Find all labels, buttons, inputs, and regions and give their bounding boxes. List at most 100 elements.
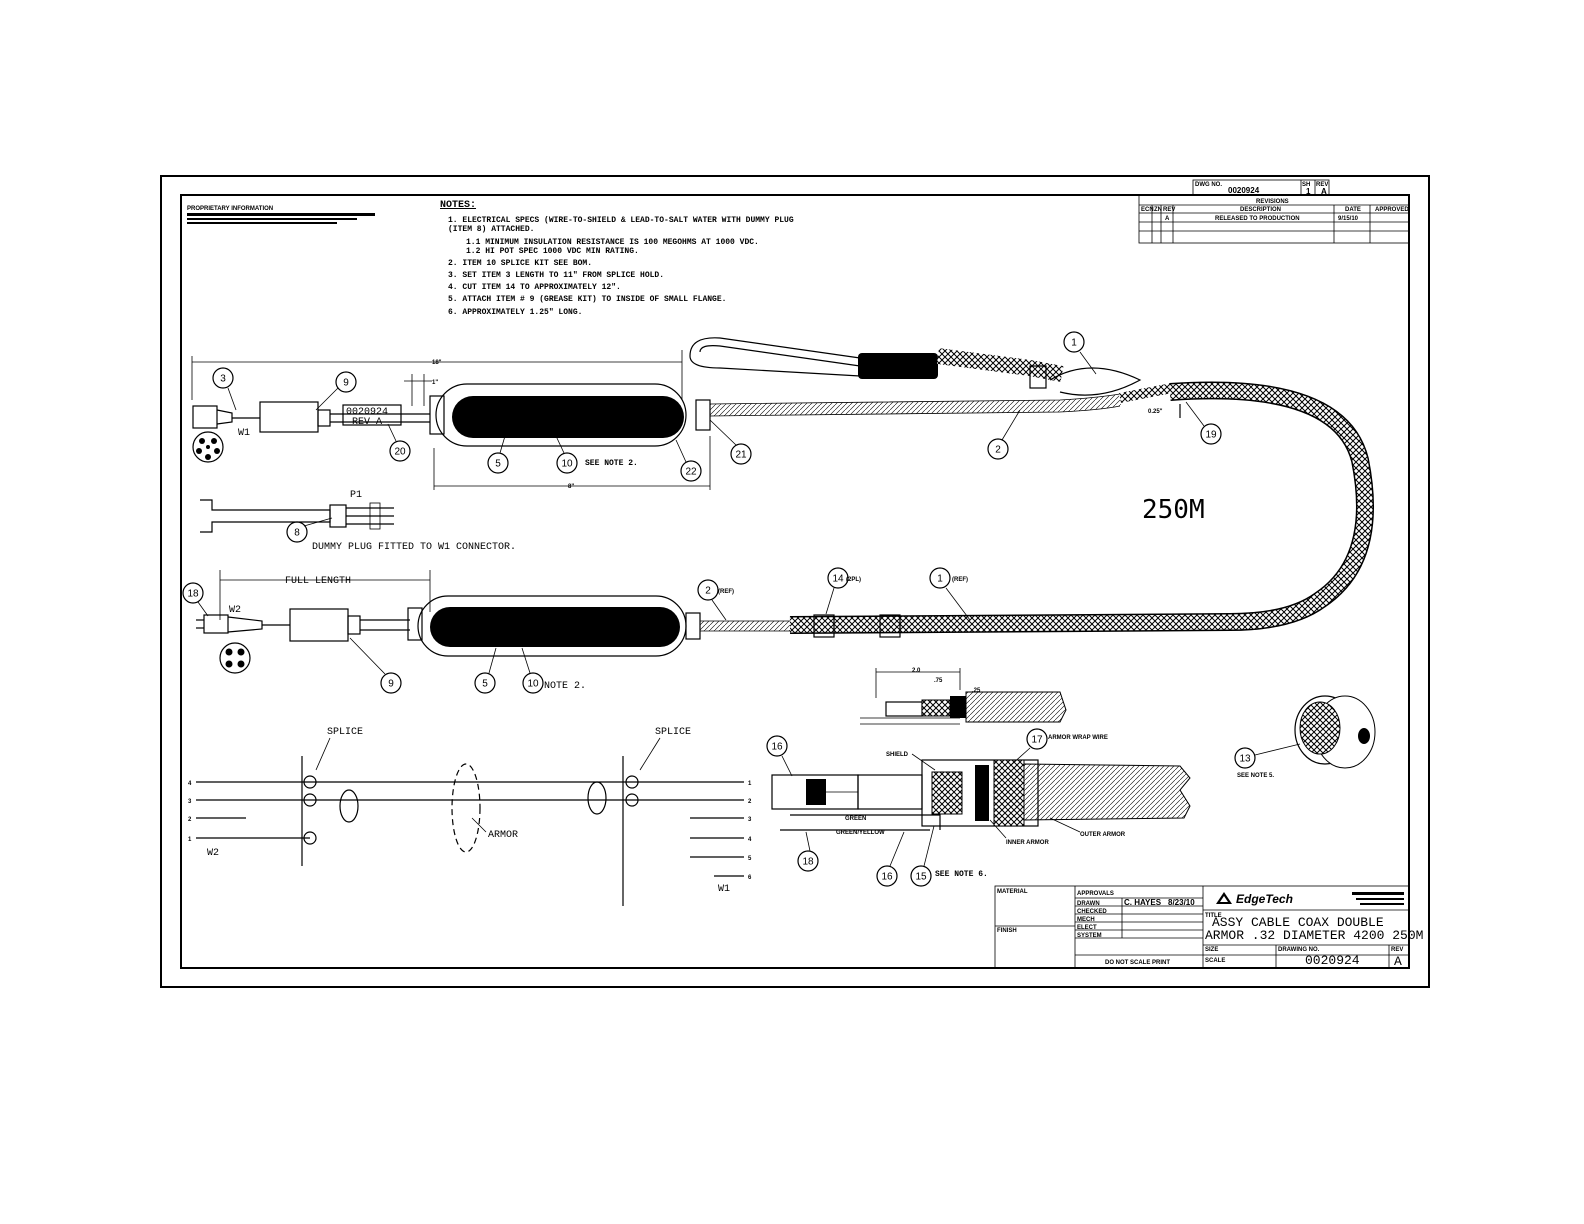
title-label: TITLE: [1205, 913, 1222, 919]
balloon-10-lower: 10: [521, 647, 544, 694]
size-label: SIZE: [1205, 947, 1218, 953]
svg-text:18: 18: [187, 589, 199, 600]
note-4: 4. CUT ITEM 14 TO APPROXIMATELY 12".: [448, 283, 621, 292]
svg-text:5: 5: [495, 459, 501, 470]
title-line-2: ARMOR .32 DIAMETER 4200 250M: [1205, 928, 1423, 943]
full-length-label: FULL LENGTH: [285, 576, 351, 587]
connector-face-w2: [219, 642, 251, 674]
p1-label: P1: [350, 490, 362, 501]
splice-label-right: SPLICE: [655, 727, 691, 738]
svg-text:17: 17: [1031, 735, 1043, 746]
drawn-by: C. HAYES: [1124, 898, 1162, 907]
dummy-plug-label: DUMMY PLUG FITTED TO W1 CONNECTOR.: [312, 542, 516, 553]
see-note-5: SEE NOTE 5.: [1237, 773, 1274, 779]
svg-text:14: 14: [832, 574, 844, 585]
dim-18: 18": [432, 360, 442, 366]
svg-text:1: 1: [937, 574, 943, 585]
balloon-14: 16: [876, 831, 905, 887]
green-label: GREEN: [845, 816, 866, 822]
proprietary-block: PROPRIETARY INFORMATION: [187, 206, 375, 224]
pin-right-5: 5: [748, 856, 752, 862]
sheet-number: 1: [1306, 187, 1311, 196]
balloon-1-upper: 1: [1063, 331, 1097, 375]
w1-label-schematic: W1: [718, 884, 730, 895]
ref-label-1: (REF): [952, 577, 968, 583]
w2-label-schematic: W2: [207, 848, 219, 859]
pin-left-3: 3: [188, 799, 192, 805]
w1-label-upper: W1: [238, 428, 250, 439]
note-3: 3. SET ITEM 3 LENGTH TO 11" FROM SPLICE …: [448, 271, 664, 280]
rev-col-date: DATE: [1345, 207, 1361, 213]
balloon-12: 14: [825, 567, 849, 615]
svg-text:16: 16: [881, 872, 893, 883]
dim-75: .75: [934, 678, 943, 684]
splice-label-left: SPLICE: [327, 727, 363, 738]
svg-text:19: 19: [1205, 430, 1217, 441]
drawn-date: 8/23/10: [1168, 898, 1195, 907]
rev-label-bottom: REV: [1391, 947, 1403, 953]
connector-face-w1: [192, 431, 224, 463]
two-pl-label: (2PL): [846, 577, 861, 583]
svg-text:8: 8: [294, 528, 300, 539]
svg-text:2: 2: [995, 445, 1001, 456]
rev-top: A: [1321, 187, 1327, 196]
svg-text:18: 18: [802, 857, 814, 868]
spool: SEE NOTE 5.: [1237, 695, 1376, 779]
dim-25: .25: [972, 688, 981, 694]
svg-text:22: 22: [685, 467, 697, 478]
pin-left-2: 2: [188, 817, 192, 823]
rev-col-description: DESCRIPTION: [1240, 207, 1281, 213]
pin-right-3: 3: [748, 817, 752, 823]
rev-label-top: REV: [1316, 182, 1328, 188]
rev-row-description: RELEASED TO PRODUCTION: [1215, 216, 1300, 222]
id-tag: [342, 404, 402, 426]
inner-border: [180, 194, 1410, 969]
outer-armor-label: OUTER ARMOR: [1080, 832, 1126, 838]
balloon-5-upper: 5: [487, 435, 509, 474]
lower-assembly: FULL LENGTH W2 NOTE 2. (REF) (2PL) (REF): [196, 570, 968, 692]
note-1-cont: (ITEM 8) ATTACHED.: [448, 225, 534, 234]
scale-label: SCALE: [1205, 958, 1225, 964]
armor-wrap-label: ARMOR WRAP WIRE: [1048, 735, 1108, 741]
see-note-2-upper: SEE NOTE 2.: [585, 459, 638, 468]
svg-text:5: 5: [482, 679, 488, 690]
balloons: 3 9 20 5 10 22 21 2 1 19 8 18 9 5 10 2 1…: [182, 331, 1301, 887]
sheet-label: SH: [1302, 182, 1310, 188]
balloon-9-lower: 9: [349, 637, 402, 694]
length-250m: 250M: [1142, 495, 1205, 525]
balloon-18: 18: [182, 582, 209, 617]
dim-025: 0.25": [1148, 409, 1163, 415]
rev-box: A: [1394, 954, 1402, 969]
note-2: 2. ITEM 10 SPLICE KIT SEE BOM.: [448, 259, 592, 268]
svg-text:3: 3: [220, 374, 226, 385]
balloon-2-upper: 2: [987, 409, 1021, 460]
balloon-3: 3: [212, 367, 237, 411]
title-block: MATERIAL FINISH APPROVALS DRAWN CHECKED …: [994, 885, 1423, 969]
strip-detail: 2.0 .75 .25: [860, 668, 1067, 725]
balloon-17: 19: [1185, 401, 1222, 445]
pin-left-1: 1: [188, 837, 192, 843]
dim-1: 1": [432, 380, 438, 386]
approval-drawn: DRAWN: [1077, 901, 1100, 907]
note-2-lower: NOTE 2.: [544, 681, 586, 692]
termination-detail: GREEN GREEN/YELLOW SHIELD ARMOR WRAP WIR…: [771, 735, 1191, 879]
balloon-11: 13: [1234, 743, 1301, 769]
notes-block: NOTES: 1. ELECTRICAL SPECS (WIRE-TO-SHIE…: [440, 200, 794, 317]
balloon-20: 20: [387, 423, 411, 462]
balloon-21: 21: [709, 419, 752, 465]
ref-label-2: (REF): [718, 589, 734, 595]
armor-label: ARMOR: [488, 830, 518, 841]
pin-right-2: 2: [748, 799, 752, 805]
rev-col-zn: ZN: [1154, 207, 1162, 213]
pin-right-1: 1: [748, 781, 752, 787]
svg-text:9: 9: [343, 378, 349, 389]
balloon-1-lower: 1: [929, 567, 971, 621]
outer-border: [160, 175, 1430, 988]
svg-text:2: 2: [705, 586, 711, 597]
tag-line-1: 0020924: [346, 407, 388, 418]
rev-col-ecn: ECN: [1141, 207, 1154, 213]
svg-text:20: 20: [394, 447, 406, 458]
svg-text:16: 16: [771, 742, 783, 753]
green-yellow-label: GREEN/YELLOW: [836, 830, 885, 836]
dim-2-0: 2.0: [912, 668, 921, 674]
